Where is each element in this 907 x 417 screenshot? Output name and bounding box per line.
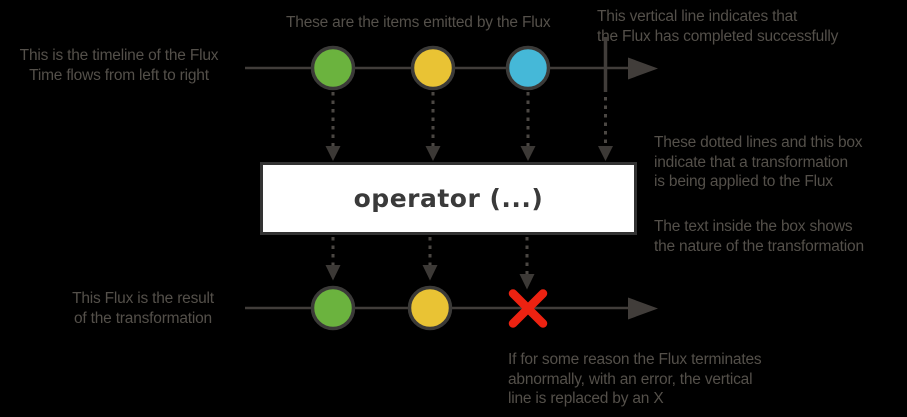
dotted-arrowhead-icon [519,274,535,290]
result-marble-green [310,285,356,331]
transformation-output-lines [325,237,535,290]
dotted-arrowhead-icon [325,146,341,161]
dotted-arrowhead-icon [425,146,441,161]
dotted-arrowhead-icon [598,146,613,161]
operator-box-label: operator (...) [353,184,544,213]
note-items: These are the items emitted by the Flux [286,14,551,31]
source-marble-blue [505,45,551,91]
source-timeline-arrowhead-icon [628,57,658,80]
note-complete: This vertical line indicates that the Fl… [597,8,839,45]
error-x-icon [508,289,548,328]
result-timeline-arrowhead-icon [628,297,658,320]
note-error: If for some reason the Flux terminates a… [508,351,762,407]
source-marble-green [310,45,356,91]
note-result: This Flux is the result of the transform… [72,290,214,327]
transformation-input-lines [325,92,613,161]
note-transform: These dotted lines and this box indicate… [654,134,863,190]
source-marble-yellow [410,45,456,91]
dotted-arrowhead-icon [520,146,536,161]
result-marble-yellow [407,285,453,331]
source-flux-timeline [245,37,658,92]
dotted-arrowhead-icon [422,265,438,281]
note-timeline: This is the timeline of the Flux Time fl… [19,47,219,84]
operator-box: operator (...) [260,162,637,235]
note-box-text: The text inside the box shows the nature… [654,218,864,255]
dotted-arrowhead-icon [325,265,341,281]
result-flux-timeline [245,285,658,331]
